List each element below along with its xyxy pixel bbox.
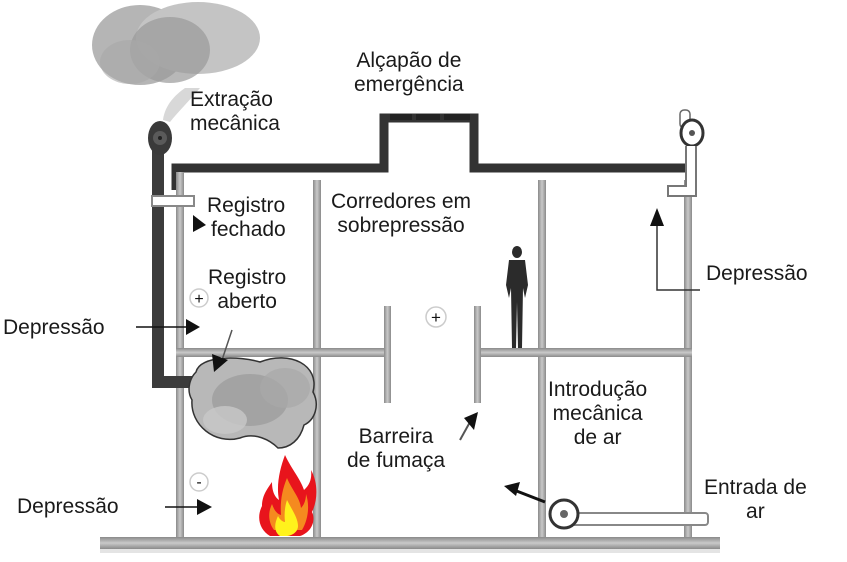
wall-left-corridor <box>313 180 321 537</box>
label-air-inlet-line2: ar <box>746 500 765 523</box>
pressure-marker-fire-room: - <box>189 472 209 492</box>
smoke-cloud-fire-room-icon <box>188 357 317 449</box>
roof-fan-icon <box>667 109 705 197</box>
label-smoke-barrier-line1: Barreira <box>358 425 434 448</box>
label-smoke-barrier-line2: de fumaça <box>347 449 446 472</box>
pressure-marker-upper-left: + <box>189 288 209 308</box>
arrow-depression-left-lower <box>165 499 212 515</box>
label-damper-closed: Registro fechado <box>207 194 286 242</box>
label-corridors-line2: sobrepressão <box>337 214 465 237</box>
smoke-barrier-right <box>474 306 481 403</box>
smoke-barrier-left <box>384 306 391 403</box>
supply-fan-icon <box>548 498 709 530</box>
label-extraction-line1: Extração <box>190 88 273 111</box>
label-air-intro: Introdução mecânica de ar <box>548 378 647 450</box>
label-air-intro-line2: mecânica <box>552 402 643 425</box>
svg-text:-: - <box>196 474 201 491</box>
fire-icon <box>259 455 317 536</box>
label-air-inlet-line1: Entrada de <box>704 476 807 499</box>
label-extraction: Extração mecânica <box>190 88 280 136</box>
damper-closed <box>151 195 195 207</box>
wall-right-corridor <box>538 180 546 537</box>
middle-floor-right <box>474 348 692 357</box>
label-depression-left-upper: Depressão <box>3 316 105 339</box>
label-depression-left-lower: Depressão <box>17 495 119 518</box>
arrow-smoke-barrier <box>459 412 478 441</box>
arrow-damper-closed <box>193 215 206 232</box>
arrow-damper-open <box>212 329 233 372</box>
hatch-door-3 <box>444 114 470 120</box>
label-hatch-line2: emergência <box>354 73 464 96</box>
label-air-intro-line1: Introdução <box>548 378 648 401</box>
pressure-marker-corridor: + <box>425 306 447 328</box>
exhaust-duct <box>152 150 196 388</box>
label-smoke-barrier: Barreira de fumaça <box>347 425 445 473</box>
arrow-depression-left-upper <box>136 319 200 335</box>
smoke-cloud-top-icon <box>92 2 260 122</box>
exhaust-fan-icon <box>148 121 172 155</box>
label-damper-closed-line2: fechado <box>211 218 286 241</box>
ground-slab-shadow <box>100 549 720 553</box>
arrow-depression-right <box>650 208 700 291</box>
hatch-door-2 <box>416 114 440 120</box>
label-corridors: Corredores em sobrepressão <box>331 190 471 238</box>
label-hatch: Alçapão de emergência <box>354 49 464 97</box>
label-depression-right: Depressão <box>706 262 808 285</box>
arrow-air-intro <box>504 482 546 504</box>
label-damper-closed-line1: Registro <box>207 194 286 217</box>
hatch-door-1 <box>390 114 412 120</box>
middle-floor-left <box>176 348 384 357</box>
label-hatch-line1: Alçapão de <box>356 49 462 72</box>
label-damper-open-line1: Registro <box>208 266 287 289</box>
label-damper-open: Registro aberto <box>208 266 286 314</box>
label-damper-open-line2: aberto <box>217 290 277 313</box>
ground-slab <box>100 537 720 549</box>
label-air-intro-line3: de ar <box>573 426 622 449</box>
wall-right <box>684 180 692 537</box>
label-air-inlet: Entrada de ar <box>704 476 807 524</box>
person-icon <box>506 246 528 348</box>
svg-text:+: + <box>194 291 203 308</box>
label-corridors-line1: Corredores em <box>331 190 472 213</box>
svg-text:+: + <box>431 308 441 327</box>
label-extraction-line2: mecânica <box>190 112 280 135</box>
